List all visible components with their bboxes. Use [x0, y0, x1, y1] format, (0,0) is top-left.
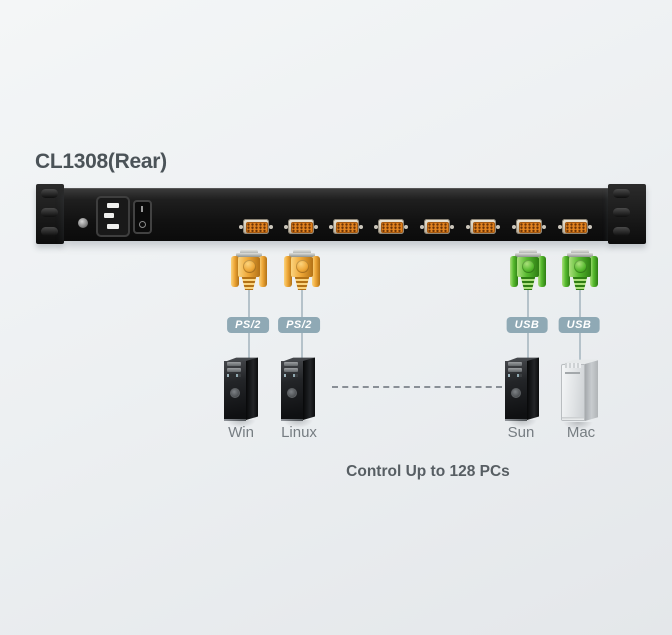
vga-port-icon-5	[420, 219, 454, 235]
power-inlet-icon	[96, 196, 130, 237]
bracket-slot	[41, 227, 58, 236]
inlet-pin	[107, 203, 119, 208]
ps2-vga-connector-icon-2	[282, 249, 322, 297]
power-off-mark	[139, 221, 146, 228]
bracket-slot	[41, 208, 58, 217]
diagram-title: CL1308(Rear)	[35, 150, 167, 173]
bracket-slot	[613, 189, 630, 198]
bracket-slot	[41, 189, 58, 198]
power-switch-icon	[133, 200, 152, 234]
usb-vga-connector-icon-1	[508, 249, 548, 297]
bracket-slot	[613, 208, 630, 217]
interface-badge-ps2-1: PS/2	[227, 317, 269, 333]
computer-label-win: Win	[228, 424, 254, 441]
bracket-slot	[613, 227, 630, 236]
vga-port-icon-8	[558, 219, 592, 235]
ellipsis-dashed-line	[332, 386, 502, 388]
vga-port-icon-3	[329, 219, 363, 235]
vga-port-icon-4	[374, 219, 408, 235]
grounding-screw-icon	[78, 218, 88, 228]
vga-port-icon-2	[284, 219, 318, 235]
inlet-pin	[104, 213, 114, 218]
interface-badge-usb-1: USB	[506, 317, 548, 333]
vga-port-icon-6	[466, 219, 500, 235]
computer-label-sun: Sun	[507, 424, 535, 441]
vga-port-icon-1	[239, 219, 273, 235]
computer-tower-linux	[281, 357, 315, 428]
interface-badge-usb-2: USB	[558, 317, 600, 333]
rack-bracket-right	[608, 184, 646, 244]
computer-tower-sun	[505, 357, 539, 428]
diagram-caption: Control Up to 128 PCs	[346, 463, 510, 480]
computer-tower-win	[224, 357, 258, 428]
rack-bracket-left	[36, 184, 64, 244]
power-on-mark	[141, 206, 143, 212]
computer-label-linux: Linux	[281, 424, 317, 441]
kvm-switch-rear-panel	[64, 188, 608, 241]
usb-vga-connector-icon-2	[560, 249, 600, 297]
inlet-pin	[107, 224, 119, 229]
computer-label-mac: Mac	[566, 424, 596, 441]
interface-badge-ps2-2: PS/2	[278, 317, 320, 333]
ps2-vga-connector-icon-1	[229, 249, 269, 297]
computer-tower-mac	[561, 359, 598, 430]
vga-port-icon-7	[512, 219, 546, 235]
